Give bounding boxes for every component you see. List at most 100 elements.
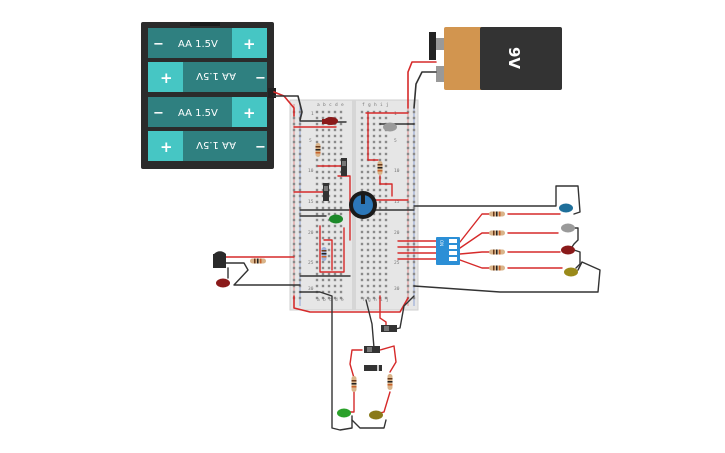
breadboard-hole[interactable]	[298, 212, 302, 216]
breadboard-hole[interactable]	[298, 224, 302, 228]
breadboard-hole[interactable]	[315, 116, 319, 120]
breadboard-hole[interactable]	[321, 272, 325, 276]
breadboard-hole[interactable]	[366, 176, 370, 180]
breadboard-hole[interactable]	[339, 212, 343, 216]
breadboard-hole[interactable]	[384, 224, 388, 228]
breadboard-hole[interactable]	[378, 194, 382, 198]
wire-black[interactable]	[299, 291, 353, 431]
breadboard-hole[interactable]	[339, 206, 343, 210]
breadboard-hole[interactable]	[412, 188, 416, 192]
resistor[interactable]	[377, 161, 383, 175]
breadboard-hole[interactable]	[327, 266, 331, 270]
breadboard-hole[interactable]	[321, 146, 325, 150]
led-green[interactable]	[329, 214, 343, 224]
breadboard-hole[interactable]	[292, 272, 296, 276]
breadboard-hole[interactable]	[412, 296, 416, 300]
breadboard-hole[interactable]	[384, 116, 388, 120]
breadboard-hole[interactable]	[339, 128, 343, 132]
breadboard-hole[interactable]	[406, 230, 410, 234]
breadboard-hole[interactable]	[378, 110, 382, 114]
breadboard-hole[interactable]	[412, 194, 416, 198]
breadboard-hole[interactable]	[315, 296, 319, 300]
breadboard-hole[interactable]	[406, 212, 410, 216]
wire-red[interactable]	[273, 91, 295, 117]
breadboard-hole[interactable]	[333, 152, 337, 156]
breadboard-hole[interactable]	[384, 134, 388, 138]
breadboard-hole[interactable]	[360, 176, 364, 180]
breadboard-hole[interactable]	[339, 230, 343, 234]
breadboard-hole[interactable]	[378, 278, 382, 282]
breadboard-hole[interactable]	[333, 176, 337, 180]
breadboard-hole[interactable]	[372, 170, 376, 174]
breadboard-hole[interactable]	[339, 278, 343, 282]
slide-switch[interactable]	[341, 158, 347, 176]
breadboard-hole[interactable]	[378, 248, 382, 252]
breadboard-hole[interactable]	[372, 212, 376, 216]
breadboard-hole[interactable]	[378, 224, 382, 228]
breadboard-hole[interactable]	[315, 254, 319, 258]
breadboard-hole[interactable]	[372, 296, 376, 300]
breadboard-hole[interactable]	[333, 140, 337, 144]
breadboard-hole[interactable]	[378, 152, 382, 156]
breadboard-hole[interactable]	[412, 110, 416, 114]
breadboard-hole[interactable]	[333, 260, 337, 264]
breadboard-hole[interactable]	[412, 176, 416, 180]
breadboard-hole[interactable]	[339, 236, 343, 240]
breadboard-hole[interactable]	[321, 266, 325, 270]
transistor[interactable]	[213, 251, 226, 268]
breadboard-hole[interactable]	[321, 110, 325, 114]
breadboard-hole[interactable]	[378, 188, 382, 192]
breadboard-hole[interactable]	[372, 218, 376, 222]
breadboard-hole[interactable]	[372, 254, 376, 258]
breadboard-hole[interactable]	[384, 296, 388, 300]
resistor[interactable]	[489, 249, 505, 255]
breadboard-hole[interactable]	[378, 242, 382, 246]
breadboard-hole[interactable]	[384, 212, 388, 216]
breadboard-hole[interactable]	[327, 242, 331, 246]
breadboard-hole[interactable]	[321, 242, 325, 246]
led-red[interactable]	[216, 278, 230, 288]
breadboard-hole[interactable]	[298, 272, 302, 276]
breadboard-hole[interactable]	[333, 128, 337, 132]
breadboard-hole[interactable]	[360, 266, 364, 270]
breadboard-hole[interactable]	[412, 290, 416, 294]
breadboard-hole[interactable]	[333, 206, 337, 210]
breadboard-hole[interactable]	[292, 140, 296, 144]
breadboard-hole[interactable]	[360, 152, 364, 156]
breadboard-hole[interactable]	[412, 254, 416, 258]
breadboard-hole[interactable]	[321, 206, 325, 210]
led-red[interactable]	[322, 117, 338, 125]
breadboard-hole[interactable]	[406, 266, 410, 270]
breadboard-hole[interactable]	[321, 212, 325, 216]
wire-black[interactable]	[225, 262, 301, 286]
breadboard-hole[interactable]	[412, 212, 416, 216]
breadboard-hole[interactable]	[412, 134, 416, 138]
breadboard-hole[interactable]	[327, 254, 331, 258]
breadboard-hole[interactable]	[366, 266, 370, 270]
breadboard-hole[interactable]	[333, 278, 337, 282]
breadboard-hole[interactable]	[406, 242, 410, 246]
breadboard-hole[interactable]	[298, 146, 302, 150]
breadboard-hole[interactable]	[372, 266, 376, 270]
breadboard-hole[interactable]	[321, 170, 325, 174]
breadboard-hole[interactable]	[315, 284, 319, 288]
breadboard-hole[interactable]	[406, 248, 410, 252]
breadboard-hole[interactable]	[372, 224, 376, 228]
wire-black[interactable]	[413, 71, 437, 109]
breadboard-hole[interactable]	[406, 134, 410, 138]
breadboard-hole[interactable]	[384, 290, 388, 294]
resistor[interactable]	[351, 376, 357, 392]
breadboard-hole[interactable]	[327, 290, 331, 294]
breadboard-hole[interactable]	[378, 116, 382, 120]
breadboard-hole[interactable]	[366, 278, 370, 282]
breadboard-hole[interactable]	[298, 296, 302, 300]
breadboard-hole[interactable]	[321, 140, 325, 144]
breadboard-hole[interactable]	[372, 140, 376, 144]
breadboard-hole[interactable]	[327, 140, 331, 144]
breadboard-hole[interactable]	[321, 224, 325, 228]
breadboard-hole[interactable]	[384, 248, 388, 252]
breadboard-hole[interactable]	[298, 158, 302, 162]
breadboard-hole[interactable]	[372, 146, 376, 150]
wire-red[interactable]	[375, 391, 391, 415]
breadboard-hole[interactable]	[298, 152, 302, 156]
